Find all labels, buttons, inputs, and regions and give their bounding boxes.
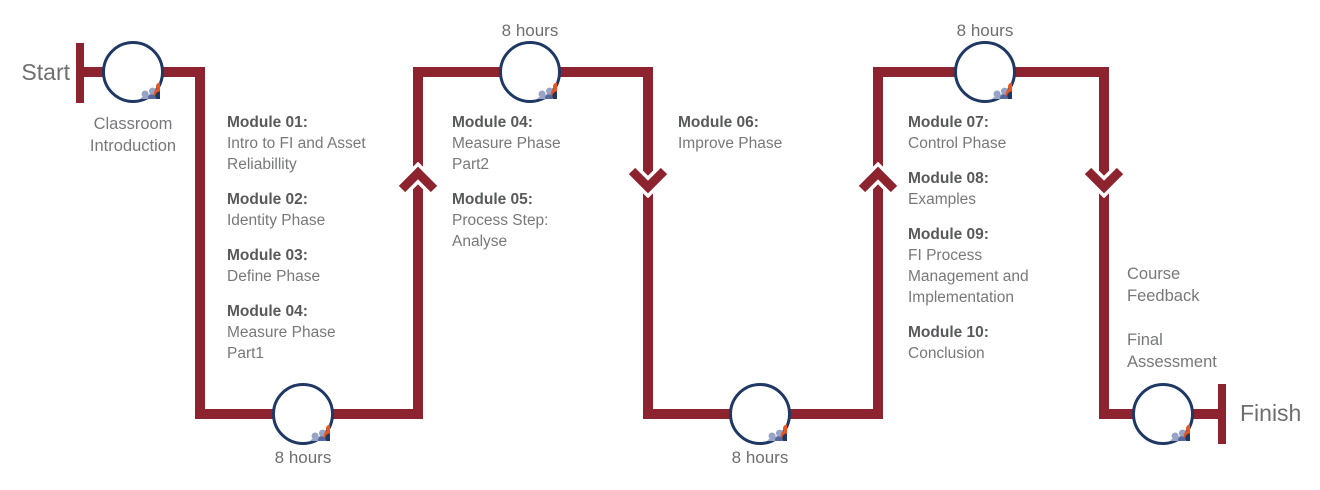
people-group-icon: [959, 46, 1012, 99]
flow-line-down-2: [643, 67, 653, 419]
module-block-3: Module 06: Improve Phase: [678, 112, 856, 168]
finish-label: Finish: [1240, 400, 1302, 426]
module-body: Identity Phase: [227, 212, 326, 229]
module-item: Module 10: Conclusion: [908, 322, 1090, 364]
module-item: Module 08: Examples: [908, 168, 1090, 210]
chevron-up-icon: [856, 162, 900, 195]
people-group-icon: [504, 46, 557, 99]
module-title: Module 05:: [452, 191, 533, 208]
start-marker-bar: [76, 43, 84, 103]
module-title: Module 07:: [908, 114, 989, 131]
module-title: Module 03:: [227, 247, 308, 264]
chevron-down-icon: [1082, 165, 1126, 198]
node-session-2: [499, 41, 561, 103]
module-item: Module 02: Identity Phase: [227, 189, 405, 231]
module-title: Module 06:: [678, 114, 759, 131]
node-session-3: [729, 383, 791, 445]
people-group-icon: [1137, 388, 1190, 441]
hours-label-bottom-2: 8 hours: [731, 448, 789, 467]
module-item: Module 06: Improve Phase: [678, 112, 856, 154]
people-group-icon: [734, 388, 787, 441]
node-finish: [1132, 383, 1194, 445]
module-title: Module 09:: [908, 226, 989, 243]
closing-item-final-assessment: Final Assessment: [1127, 331, 1217, 371]
module-body: Measure Phase Part1: [227, 324, 336, 362]
module-item: Module 04: Measure Phase Part1: [227, 301, 405, 364]
people-group-icon: [107, 46, 160, 99]
closing-block: Course Feedback Final Assessment: [1127, 263, 1257, 395]
hours-label-top-2: 8 hours: [501, 21, 559, 40]
module-body: Examples: [908, 191, 977, 208]
chevron-down-icon: [626, 165, 670, 198]
hours-label-bottom-1: 8 hours: [274, 448, 332, 467]
people-group-icon: [277, 388, 330, 441]
module-item: Module 03: Define Phase: [227, 245, 405, 287]
chevron-up-icon: [396, 162, 440, 195]
module-body: Define Phase: [227, 268, 321, 285]
flow-line-down-1: [195, 67, 205, 419]
module-title: Module 02:: [227, 191, 308, 208]
hours-label-top-3: 8 hours: [956, 21, 1014, 40]
module-item: Module 09: FI Process Management and Imp…: [908, 224, 1090, 308]
flow-line-up-2: [873, 67, 883, 419]
start-label: Start: [21, 59, 70, 85]
module-title: Module 10:: [908, 324, 989, 341]
module-block-2: Module 04: Measure Phase Part2 Module 05…: [452, 112, 630, 266]
node-session-4: [954, 41, 1016, 103]
module-title: Module 04:: [227, 303, 308, 320]
module-item: Module 01: Intro to FI and Asset Reliabi…: [227, 112, 405, 175]
closing-item-course-feedback: Course Feedback: [1127, 265, 1200, 305]
module-body: Control Phase: [908, 135, 1007, 152]
node-classroom-introduction: [102, 41, 164, 103]
module-body: Intro to FI and Asset Reliabillity: [227, 135, 366, 173]
module-title: Module 08:: [908, 170, 989, 187]
module-item: Module 07: Control Phase: [908, 112, 1090, 154]
module-body: FI Process Management and Implementation: [908, 247, 1029, 306]
module-title: Module 04:: [452, 114, 533, 131]
module-body: Conclusion: [908, 345, 985, 362]
module-item: Module 05: Process Step: Analyse: [452, 189, 630, 252]
flow-line-up-1: [413, 67, 423, 419]
module-body: Process Step: Analyse: [452, 212, 549, 250]
node-caption-classroom: Classroom Introduction: [89, 115, 177, 155]
node-session-1: [272, 383, 334, 445]
flow-line-down-3: [1099, 67, 1109, 419]
finish-marker-bar: [1218, 384, 1226, 444]
module-block-1: Module 01: Intro to FI and Asset Reliabi…: [227, 112, 405, 378]
module-title: Module 01:: [227, 114, 308, 131]
module-item: Module 04: Measure Phase Part2: [452, 112, 630, 175]
module-body: Measure Phase Part2: [452, 135, 561, 173]
module-body: Improve Phase: [678, 135, 783, 152]
module-block-4: Module 07: Control Phase Module 08: Exam…: [908, 112, 1090, 378]
